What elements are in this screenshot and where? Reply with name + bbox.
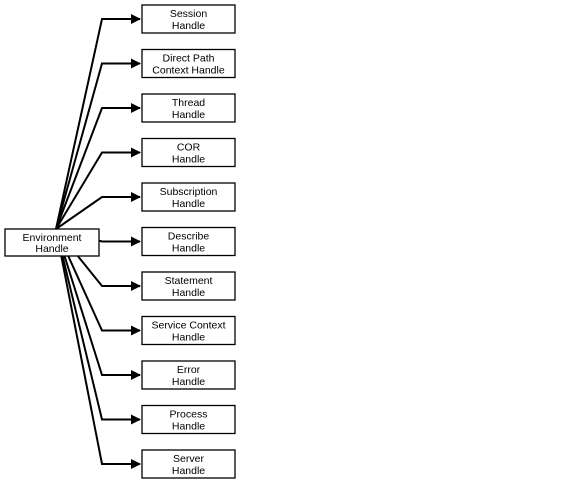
direct-path-context-handle-label-line1: Direct Path: [163, 53, 215, 65]
error-handle-label-line1: Error: [177, 364, 201, 376]
arrow-to-server-handle: [55, 228, 141, 469]
subscription-handle-label-line1: Subscription: [160, 186, 218, 198]
statement-handle-box: [141, 271, 236, 301]
direct-path-context-handle-label-line2: Context Handle: [152, 65, 225, 77]
session-handle-box: [141, 4, 236, 34]
arrow-to-session-handle: [55, 14, 141, 230]
describe-handle-box: [141, 226, 236, 257]
environment-handle-box: [4, 228, 100, 257]
service-context-handle-label-line1: Service Context: [151, 320, 225, 332]
service-context-handle-label-line2: Handle: [172, 332, 205, 344]
thread-handle-label-line1: Thread: [172, 97, 205, 109]
arrow-to-process-handle: [55, 228, 141, 425]
cor-handle-box: [141, 137, 236, 168]
arrow-to-service-context-handle: [55, 228, 141, 336]
cor-handle-label-line1: COR: [177, 142, 201, 154]
arrow-to-subscription-handle: [55, 192, 141, 230]
thread-handle-box: [141, 93, 236, 123]
session-handle-label-line1: Session: [170, 8, 208, 20]
subscription-handle-label-line2: Handle: [172, 198, 205, 210]
error-handle-label-line2: Handle: [172, 376, 205, 388]
process-handle-label-line1: Process: [170, 409, 208, 421]
session-handle-label-line2: Handle: [172, 20, 205, 32]
server-handle-box: [141, 449, 236, 479]
environment-handle-label-line1: Environment: [23, 232, 82, 244]
arrow-to-thread-handle: [55, 103, 141, 230]
error-handle-box: [141, 360, 236, 390]
subscription-handle-box: [141, 182, 236, 212]
arrow-to-direct-path-context-handle: [55, 58, 141, 230]
statement-handle-label-line1: Statement: [165, 275, 213, 287]
arrow-to-error-handle: [55, 228, 141, 380]
thread-handle-label-line2: Handle: [172, 109, 205, 121]
direct-path-context-handle-box: [141, 48, 236, 79]
statement-handle-label-line2: Handle: [172, 287, 205, 299]
describe-handle-label-line1: Describe: [168, 231, 210, 243]
environment-handle-node: Environment Handle: [4, 228, 100, 257]
arrow-to-cor-handle: [55, 147, 141, 230]
environment-handle-label-line2: Handle: [35, 243, 68, 255]
server-handle-label-line2: Handle: [172, 465, 205, 477]
cor-handle-label-line2: Handle: [172, 154, 205, 166]
process-handle-label-line2: Handle: [172, 421, 205, 433]
service-context-handle-box: [141, 315, 236, 346]
process-handle-box: [141, 404, 236, 435]
describe-handle-label-line2: Handle: [172, 243, 205, 255]
server-handle-label-line1: Server: [173, 453, 204, 465]
